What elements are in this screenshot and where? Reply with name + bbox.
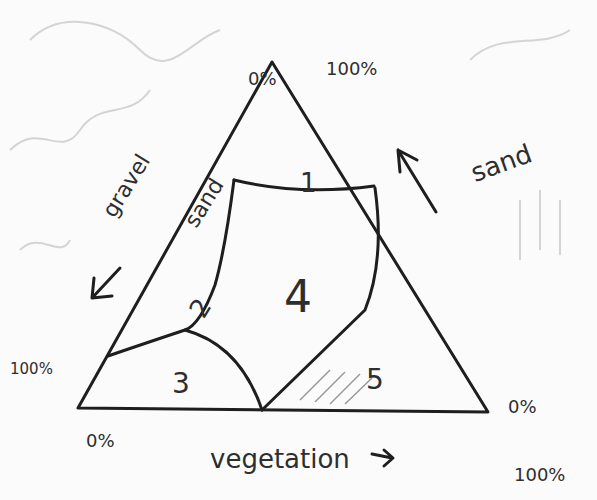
ternary-outline (78, 62, 488, 412)
axis-percent: 0% (86, 432, 115, 450)
axis-name: gravel (99, 151, 154, 221)
axis-percent: 0% (248, 70, 277, 88)
axis-percent: 100% (326, 60, 377, 78)
axis-name: sand (181, 175, 228, 231)
axis-percent: 100% (514, 466, 565, 484)
region-number: 1 (300, 170, 317, 196)
background-scribble (10, 22, 570, 260)
axis-percent: 0% (508, 398, 537, 416)
region-number: 5 (366, 366, 384, 394)
axis-name: vegetation (210, 446, 350, 472)
axis-arrows (92, 150, 436, 466)
hatching (300, 370, 372, 404)
axis-name: sand (467, 140, 535, 186)
region-number: 4 (284, 275, 312, 319)
axis-percent: 100% (10, 362, 53, 377)
region-number: 3 (172, 370, 190, 398)
